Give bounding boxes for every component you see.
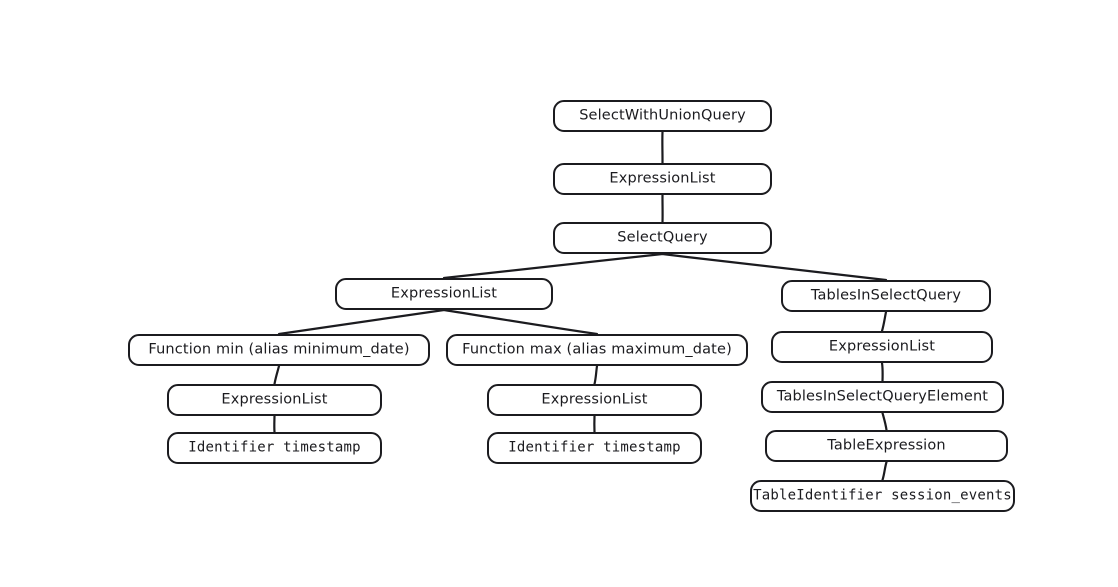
tree-node-label: TablesInSelectQuery xyxy=(810,287,962,304)
tree-node-identifier-timestamp[interactable]: Identifier timestamp xyxy=(487,432,702,464)
tree-node-expressionlist[interactable]: ExpressionList xyxy=(771,331,993,363)
tree-node-tableexpression[interactable]: TableExpression xyxy=(765,430,1008,462)
tree-edge-function-max-alias-maximum-date-to-expressionlist xyxy=(593,364,599,386)
tree-node-label: Function min (alias minimum_date) xyxy=(148,341,410,358)
tree-edge-selectquery-to-tablesinselectquery xyxy=(661,252,888,282)
tree-node-label: ExpressionList xyxy=(609,170,716,187)
tree-node-label: ExpressionList xyxy=(828,338,936,355)
tree-node-tableidentifier-session-events[interactable]: TableIdentifier session_events xyxy=(750,480,1015,512)
tree-node-label: Identifier timestamp xyxy=(188,439,361,456)
tree-node-expressionlist[interactable]: ExpressionList xyxy=(553,163,772,195)
tree-edge-tablesinselectquery-to-expressionlist xyxy=(880,310,888,333)
tree-edge-expressionlist-to-tablesinselectqueryelement xyxy=(880,361,884,383)
tree-edge-tablesinselectqueryelement-to-tableexpression xyxy=(881,411,888,432)
tree-node-function-min-alias-minimum-date[interactable]: Function min (alias minimum_date) xyxy=(128,334,430,366)
tree-node-selectwithunionquery[interactable]: SelectWithUnionQuery xyxy=(553,100,772,132)
tree-edge-selectquery-to-expressionlist xyxy=(442,252,664,280)
tree-node-tablesinselectquery[interactable]: TablesInSelectQuery xyxy=(781,280,991,312)
tree-node-label: ExpressionList xyxy=(221,391,328,408)
tree-node-expressionlist[interactable]: ExpressionList xyxy=(487,384,702,416)
tree-node-label: TableIdentifier session_events xyxy=(753,487,1012,504)
tree-node-expressionlist[interactable]: ExpressionList xyxy=(335,278,553,310)
tree-edge-expressionlist-to-function-min-alias-minimum-date xyxy=(277,308,446,336)
tree-node-label: SelectQuery xyxy=(617,229,708,246)
tree-node-expressionlist[interactable]: ExpressionList xyxy=(167,384,382,416)
tree-node-label: Identifier timestamp xyxy=(508,439,681,456)
tree-edge-tableexpression-to-tableidentifier-session-events xyxy=(881,460,888,482)
tree-node-label: ExpressionList xyxy=(541,391,648,408)
tree-node-tablesinselectqueryelement[interactable]: TablesInSelectQueryElement xyxy=(761,381,1004,413)
tree-edge-function-min-alias-minimum-date-to-expressionlist xyxy=(273,364,281,386)
tree-node-label: TablesInSelectQueryElement xyxy=(776,388,989,405)
tree-node-label: SelectWithUnionQuery xyxy=(579,107,746,124)
tree-node-function-max-alias-maximum-date[interactable]: Function max (alias maximum_date) xyxy=(446,334,748,366)
tree-node-label: ExpressionList xyxy=(390,285,498,302)
tree-node-label: TableExpression xyxy=(827,437,946,454)
tree-node-selectquery[interactable]: SelectQuery xyxy=(553,222,772,254)
tree-edge-expressionlist-to-function-max-alias-maximum-date xyxy=(442,308,599,336)
tree-node-identifier-timestamp[interactable]: Identifier timestamp xyxy=(167,432,382,464)
tree-node-label: Function max (alias maximum_date) xyxy=(462,341,732,358)
